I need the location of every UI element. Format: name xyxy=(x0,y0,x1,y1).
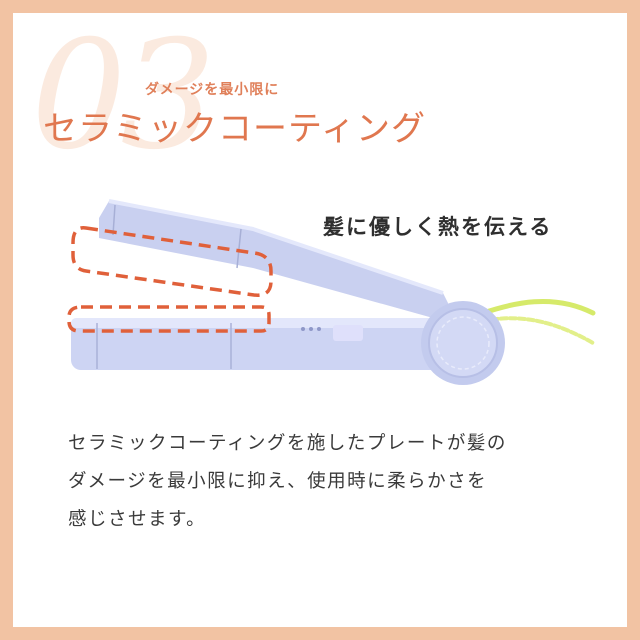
callout-text: 髪に優しく熱を伝える xyxy=(323,215,553,239)
description-line: ダメージを最小限に抑え、使用時に柔らかさを xyxy=(68,471,488,492)
upper-arm xyxy=(99,199,453,318)
hinge-dial xyxy=(421,301,505,385)
upper-plate-highlight xyxy=(71,226,273,297)
section-number: 03 xyxy=(31,13,216,183)
description-line: 感じさせます。 xyxy=(68,509,207,530)
section-subtitle: ダメージを最小限に xyxy=(145,82,280,98)
hair-iron-illustration xyxy=(67,199,596,385)
description: セラミックコーティングを施したプレートが髪の ダメージを最小限に抑え、使用時に柔… xyxy=(68,425,588,539)
lower-plate-highlight xyxy=(67,305,271,333)
description-line: セラミックコーティングを施したプレートが髪の xyxy=(68,433,507,454)
lower-arm xyxy=(71,318,451,370)
content-card: 03 ダメージを最小限に セラミックコーティング xyxy=(13,13,627,627)
section-title: セラミックコーティング xyxy=(43,109,426,149)
